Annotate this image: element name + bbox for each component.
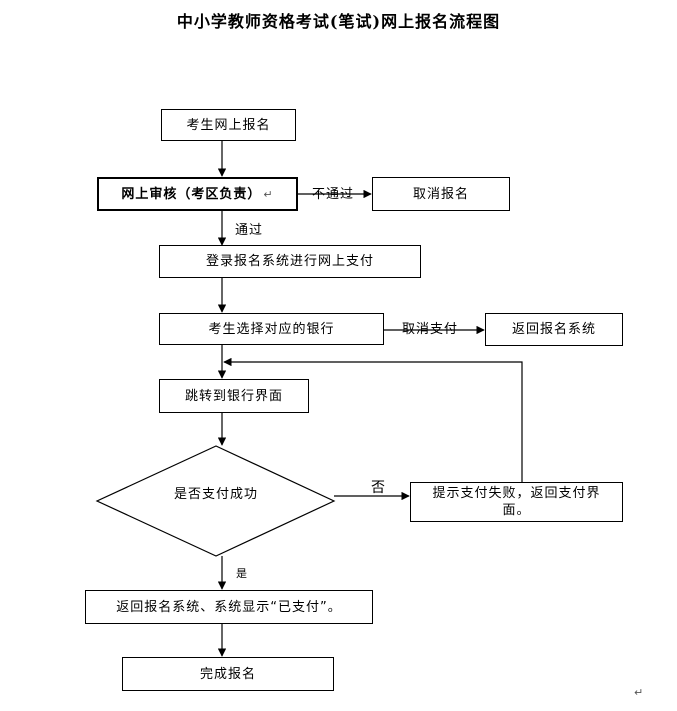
edge-label-not-passed: 不通过 <box>312 187 355 202</box>
paragraph-mark: ↵ <box>634 686 644 699</box>
node-decision-label: 是否支付成功 <box>173 487 258 502</box>
edge-retry-loop <box>223 357 523 482</box>
page-title: 中小学教师资格考试(笔试)网上报名流程图 <box>176 12 501 31</box>
node-fail-notice-label: 提示支付失败，返回支付界面。 <box>432 486 601 518</box>
edge-label-cancel-payment: 取消支付 <box>402 322 459 337</box>
node-cancel-registration: 取消报名 <box>372 177 510 211</box>
node-return-system-label: 返回报名系统 <box>511 322 596 337</box>
node-return-paid-label: 返回报名系统、系统显示“已支付”。 <box>116 599 342 615</box>
node-complete: 完成报名 <box>122 657 334 691</box>
node-cancel-registration-label: 取消报名 <box>412 186 469 202</box>
decision-diamond <box>95 445 336 557</box>
node-complete-label: 完成报名 <box>199 666 256 682</box>
node-goto-bank-label: 跳转到银行界面 <box>184 388 283 404</box>
node-goto-bank: 跳转到银行界面 <box>159 379 309 413</box>
edge-label-no: 否 <box>371 480 386 496</box>
node-register-online-label: 考生网上报名 <box>186 117 271 133</box>
node-review: 网上审核（考区负责） ↵ <box>97 177 298 211</box>
node-choose-bank-label: 考生选择对应的银行 <box>208 321 335 337</box>
node-fail-notice: 提示支付失败，返回支付界面。 <box>410 482 623 522</box>
node-login-pay-label: 登录报名系统进行网上支付 <box>205 254 374 269</box>
node-login-pay: 登录报名系统进行网上支付 <box>159 245 421 278</box>
node-review-label: 网上审核（考区负责） <box>121 186 262 202</box>
node-return-system: 返回报名系统 <box>485 313 623 346</box>
edge-label-yes: 是 <box>236 567 248 580</box>
paragraph-mark: ↵ <box>263 187 274 201</box>
node-choose-bank: 考生选择对应的银行 <box>159 313 384 345</box>
edge-label-passed: 通过 <box>235 223 264 238</box>
node-return-paid: 返回报名系统、系统显示“已支付”。 <box>85 590 373 624</box>
node-register-online: 考生网上报名 <box>161 109 296 141</box>
